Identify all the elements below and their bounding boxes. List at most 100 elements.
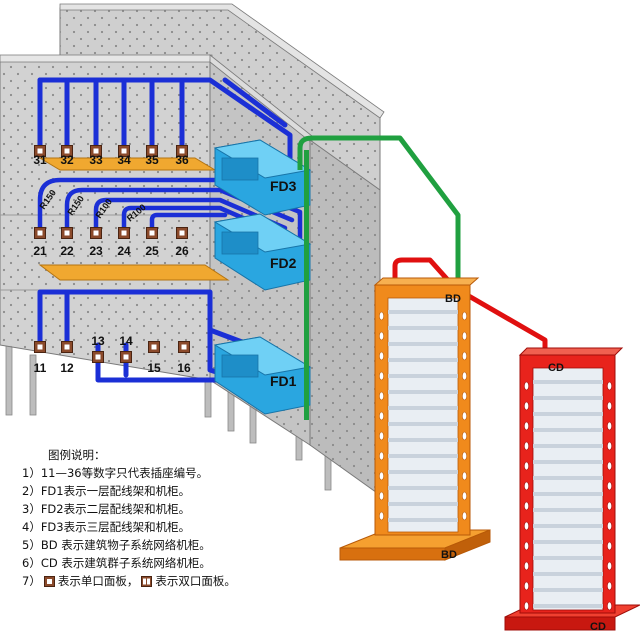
outlet-number: 12 [60, 361, 74, 375]
red-backbone-cable [392, 257, 548, 352]
rack-panel [533, 380, 603, 384]
rack-hole [461, 351, 467, 361]
rack-hole [523, 561, 529, 571]
rack-panel [388, 326, 458, 330]
legend-item-7: 7）表示单口面板，表示双口面板。 [22, 572, 322, 590]
outlet-24: 24 [117, 227, 131, 258]
rack-hole [461, 371, 467, 381]
fd1-label: FD1 [270, 373, 297, 389]
rack-hole [606, 561, 612, 571]
left-wall [0, 54, 213, 381]
rack-hole [461, 391, 467, 401]
rack-hole [606, 381, 612, 391]
outlet-13: 13 [91, 334, 105, 363]
rack-panel [533, 428, 603, 432]
rack-hole [523, 421, 529, 431]
rack-hole [606, 481, 612, 491]
outlet-number: 22 [60, 244, 74, 258]
rack-hole [378, 351, 384, 361]
rack-panel [388, 454, 458, 458]
double-port-panel-icon [141, 576, 153, 587]
outlet-14: 14 [119, 334, 133, 363]
outlet-number: 25 [145, 244, 159, 258]
rack-hole [461, 451, 467, 461]
rack-panel [533, 412, 603, 416]
rack-hole [523, 581, 529, 591]
rack-hole [606, 461, 612, 471]
rack-hole [378, 391, 384, 401]
rack-hole [378, 511, 384, 521]
rack-hole [523, 521, 529, 531]
rack-hole [606, 441, 612, 451]
rack-hole [378, 471, 384, 481]
rack-hole [606, 541, 612, 551]
rack-panels [378, 310, 612, 611]
legend-double-text: 表示双口面板。 [155, 574, 236, 588]
rack-hole [461, 311, 467, 321]
fd2-label: FD2 [270, 255, 297, 271]
floor2-cables [37, 177, 303, 241]
outlet-21: 21 [33, 227, 47, 258]
rack-panel [533, 572, 603, 576]
rack-panel [388, 310, 458, 314]
rack-hole [378, 331, 384, 341]
rack-hole [378, 311, 384, 321]
outlet-number: 13 [91, 334, 105, 348]
rack-panel [388, 342, 458, 346]
rack-hole [378, 411, 384, 421]
corner-wall [309, 139, 381, 496]
green-riser [304, 150, 309, 420]
single-port-panel-icon [43, 576, 55, 587]
rack-hole [523, 461, 529, 471]
rack-panel [388, 502, 458, 506]
rack-hole [378, 371, 384, 381]
rack-panel [533, 460, 603, 464]
floor3-cables [37, 77, 293, 163]
rack-panel [388, 406, 458, 410]
outlet-31: 31 [33, 145, 47, 167]
outlet-number: 34 [117, 153, 131, 167]
cd-top-label: CD [548, 362, 564, 374]
outlet-33: 33 [89, 145, 103, 167]
rack-panel [533, 396, 603, 400]
fd1-cabinet [213, 336, 312, 415]
outlet-number: 11 [34, 361, 47, 375]
legend-item: 2）FD1表示一层配线架和机柜。 [22, 484, 191, 498]
rack-hole [461, 471, 467, 481]
outlet-number: 26 [175, 244, 189, 258]
green-backbone-cable [297, 135, 461, 282]
rack-panel [533, 540, 603, 544]
rack-hole [523, 601, 529, 611]
legend-item: 4）FD3表示三层配线架和机柜。 [22, 520, 191, 534]
fd2-cabinet [213, 213, 312, 291]
rack-hole [523, 441, 529, 451]
outlet-11: 11 [34, 341, 47, 375]
legend-item-7-prefix: 7） [22, 574, 41, 588]
rack-panel [533, 604, 603, 608]
outlet-23: 23 [89, 227, 103, 258]
rack-panel [388, 518, 458, 522]
legend-item: 3）FD2表示二层配线架和机柜。 [22, 502, 191, 516]
outlet-25: 25 [145, 227, 159, 258]
outlet-35: 35 [145, 145, 159, 167]
outlet-32: 32 [60, 145, 74, 167]
rack-panel [388, 358, 458, 362]
legend-item: 1）11—36等数字只代表插座编号。 [22, 466, 209, 480]
fd3-label: FD3 [270, 178, 297, 194]
rack-hole [606, 581, 612, 591]
rack-panel [388, 422, 458, 426]
outlet-number: 23 [89, 244, 103, 258]
rack-hole [461, 431, 467, 441]
rack-hole [606, 521, 612, 531]
outlet-34: 34 [117, 145, 131, 167]
rack-hole [606, 501, 612, 511]
bd-top-label: BD [445, 293, 461, 305]
fd3-cabinet [213, 139, 312, 216]
cd-bottom-label: CD [590, 621, 606, 633]
rack-panel [388, 486, 458, 490]
outlet-16: 16 [177, 341, 191, 375]
rack-hole [461, 491, 467, 501]
legend-item: 5）BD 表示建筑物子系统网络机柜。 [22, 538, 211, 552]
